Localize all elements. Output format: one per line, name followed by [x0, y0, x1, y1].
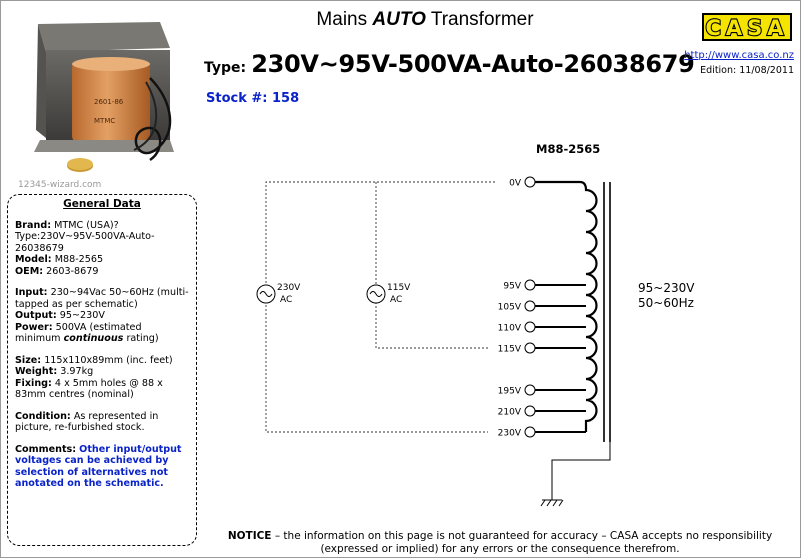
tap-terminal-110v [524, 321, 536, 333]
tap-label-105v: 105V [498, 303, 522, 313]
notice-line1: – the information on this page is not gu… [274, 530, 773, 542]
tap-label-95v: 95V [503, 282, 521, 292]
tap-terminal-105v [524, 300, 536, 312]
stock-number: Stock #: 158 [206, 91, 300, 106]
edition-date: Edition: 11/08/2011 [700, 65, 794, 76]
input-value: 230~94Vac 50~60Hz (multi-tapped as per s… [15, 287, 189, 310]
type-row: Type: 230V~95V-500VA-Auto-26038679 [204, 50, 695, 78]
type-value: 230V~95V-500VA-Auto-26038679 [251, 50, 695, 78]
type-line: Type:230V~95V-500VA-Auto-26038679 [15, 231, 155, 254]
brand-label: Brand: [15, 219, 52, 231]
power-tail: rating) [126, 333, 159, 344]
source-230v-volts: 230V [277, 283, 301, 293]
schematic-model: M88-2565 [536, 142, 600, 156]
logo-text: CASA [705, 16, 788, 39]
brand-block: Brand: MTMC (USA)? Type:230V~95V-500VA-A… [15, 220, 189, 278]
transformer-winding [535, 180, 598, 432]
source-115v-volts: 115V [387, 283, 411, 293]
page-title: Mains AUTO Transformer [240, 9, 610, 31]
tap-label-115v: 115V [498, 345, 522, 355]
title-emphasis: AUTO [372, 9, 426, 30]
schematic-diagram: M88-2565 230V AC 115V AC [200, 130, 800, 520]
source-115v-type: AC [390, 295, 402, 305]
coil-label-1: 2601-86 [94, 98, 124, 106]
input-label: Input: [15, 287, 48, 298]
product-photo: 2601-86 MTMC [10, 18, 180, 190]
oem-label: OEM: [15, 265, 44, 277]
fixing-value: 4 x 5mm holes @ 88 x 83mm centres (nomin… [15, 377, 163, 401]
coil-label-2: MTMC [94, 117, 115, 125]
tap-terminal-95v [524, 279, 536, 291]
comments-block: Comments: Other input/output voltages ca… [15, 444, 189, 490]
website-link[interactable]: http://www.casa.co.nz [684, 50, 794, 61]
type-label: Type: [204, 60, 247, 76]
tap-terminal-210v [524, 405, 536, 417]
weight-label: Weight: [15, 366, 58, 377]
photo-watermark: 12345-wizard.com [18, 180, 102, 190]
condition-label: Condition: [15, 410, 71, 422]
general-data-panel: General Data Brand: MTMC (USA)? Type:230… [7, 194, 197, 546]
power-italic: continuous [63, 333, 124, 344]
disclaimer-notice: NOTICE – the information on this page is… [210, 530, 790, 556]
power-value: 500VA (estimated minimum [15, 321, 142, 345]
physical-block: Size: 115x110x89mm (inc. feet) Weight: 3… [15, 355, 189, 401]
notice-label: NOTICE [227, 530, 272, 542]
output-label: Output: [15, 310, 57, 321]
rating-volts: 95~230V [638, 281, 695, 295]
tap-label-110v: 110V [498, 324, 522, 334]
condition-block: Condition: As represented in picture, re… [15, 411, 189, 434]
comments-value: Other input/output voltages can be achie… [15, 443, 182, 490]
size-label: Size: [15, 354, 42, 366]
source-230v-type: AC [280, 295, 292, 305]
ac-source-230v [256, 284, 276, 304]
comments-label: Comments: [15, 443, 77, 455]
model-value: M88-2565 [54, 254, 104, 265]
oem-value: 2603-8679 [46, 265, 99, 277]
earth-wire [551, 442, 611, 500]
tap-label-210v: 210V [498, 408, 522, 418]
title-prefix: Mains [316, 9, 368, 30]
tap-label-0v: 0V [509, 179, 522, 189]
fixing-label: Fixing: [15, 377, 52, 389]
output-value: 95~230V [59, 310, 105, 321]
notice-line2: (expressed or implied) for any errors or… [320, 543, 680, 555]
tap-label-195v: 195V [498, 387, 522, 397]
model-label: Model: [15, 254, 52, 265]
wire-230v-source [265, 181, 495, 433]
casa-logo: CASA [702, 13, 792, 41]
earth-symbol [540, 499, 564, 507]
rating-frequency: 50~60Hz [638, 296, 694, 310]
tap-terminal-230v [524, 426, 536, 438]
wire-115v-source [375, 182, 488, 349]
tap-label-230v: 230V [498, 429, 522, 439]
condition-value: As represented in picture, re-furbished … [15, 410, 159, 434]
power-label: Power: [15, 321, 53, 333]
ac-source-115v [366, 284, 386, 304]
brand-value: MTMC (USA)? [54, 219, 119, 231]
electrical-block: Input: 230~94Vac 50~60Hz (multi-tapped a… [15, 287, 189, 345]
tap-terminal-115v [524, 342, 536, 354]
general-data-title: General Data [63, 198, 141, 210]
tap-terminal-0v [524, 176, 536, 188]
weight-value: 3.97kg [60, 366, 94, 377]
tap-terminal-195v [524, 384, 536, 396]
size-value: 115x110x89mm (inc. feet) [44, 354, 173, 366]
title-suffix: Transformer [430, 9, 534, 30]
